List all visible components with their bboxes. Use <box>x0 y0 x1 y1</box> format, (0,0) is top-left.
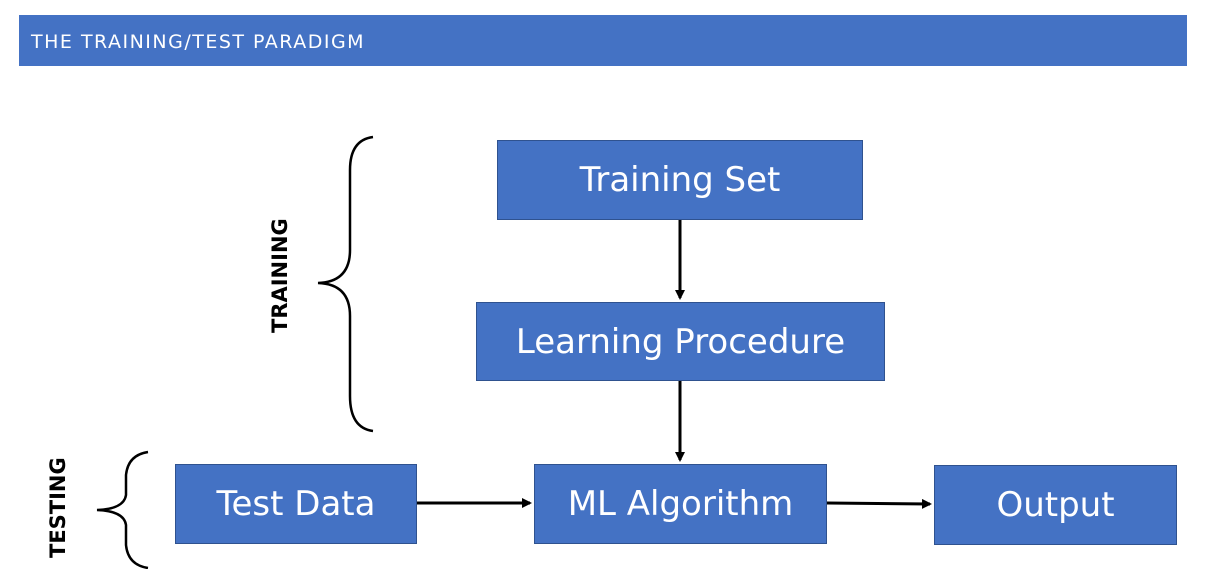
header-bar: THE TRAINING/TEST PARADIGM <box>19 15 1187 66</box>
training-brace <box>317 135 374 433</box>
testing-label: TESTING <box>46 457 70 558</box>
learning-procedure-box: Learning Procedure <box>476 302 885 381</box>
training-set-box: Training Set <box>497 140 863 220</box>
output-box: Output <box>934 465 1177 545</box>
arrow-ml-to-output <box>826 498 932 509</box>
ml-algorithm-box: ML Algorithm <box>534 464 827 544</box>
testing-brace <box>96 450 149 569</box>
training-label: TRAINING <box>268 218 292 333</box>
page-title: THE TRAINING/TEST PARADIGM <box>31 30 366 53</box>
test-data-box: Test Data <box>175 464 417 544</box>
